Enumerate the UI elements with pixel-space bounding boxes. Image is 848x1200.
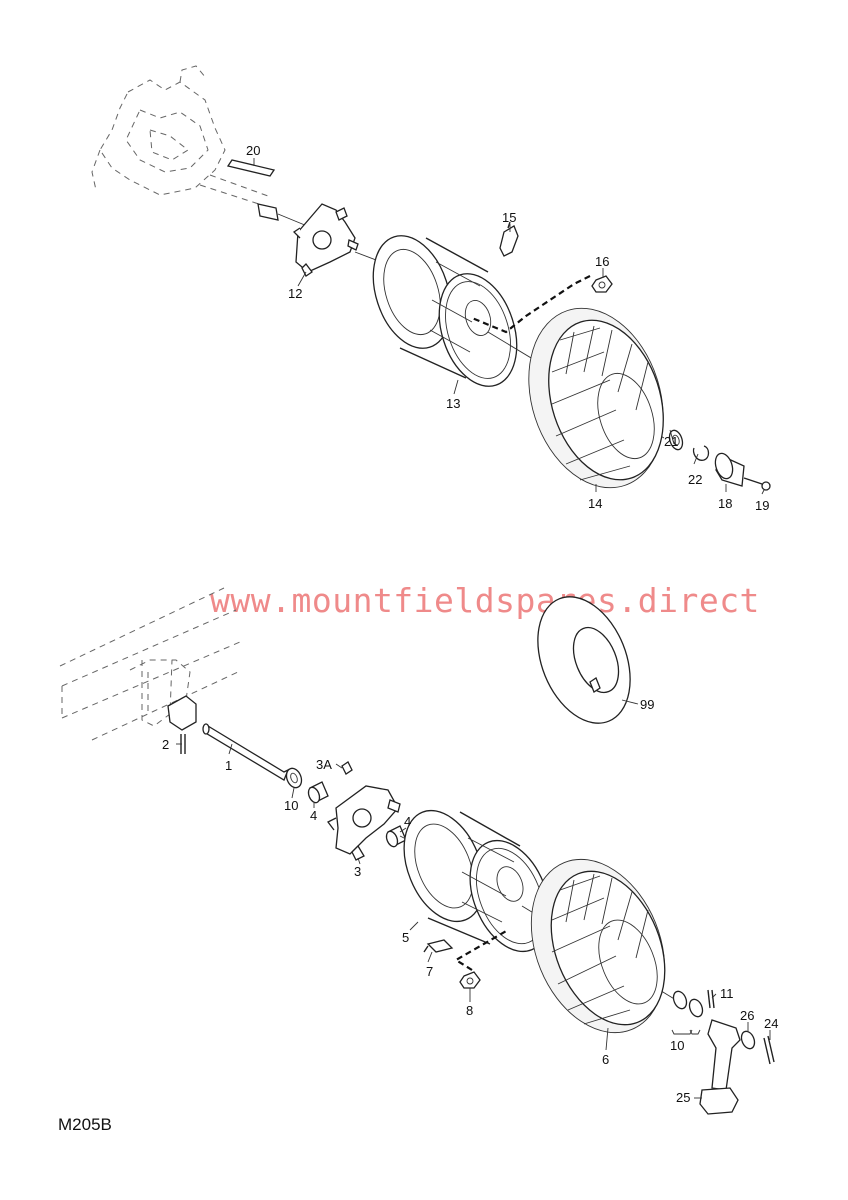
hub-part-lower — [327, 785, 401, 861]
callout-20: 20 — [246, 143, 260, 158]
grease-nipple-part — [341, 761, 353, 775]
washers-part-lower — [671, 990, 704, 1035]
callout-3: 3 — [354, 864, 361, 879]
callout-10-lower: 10 — [670, 1038, 684, 1053]
washer-part-26 — [740, 1030, 756, 1050]
key-part — [226, 159, 276, 177]
callout-14: 14 — [588, 496, 602, 511]
watermark-text: www.mountfieldspares.direct — [210, 581, 760, 620]
clip-part-24 — [763, 1035, 775, 1065]
callout-18: 18 — [718, 496, 732, 511]
callout-4-left: 4 — [310, 808, 317, 823]
callout-7: 7 — [426, 964, 433, 979]
steering-arm-part — [699, 1019, 741, 1115]
callout-15: 15 — [502, 210, 516, 225]
valve-part-lower — [423, 939, 454, 953]
callout-24: 24 — [764, 1016, 778, 1031]
callout-4-right: 4 — [404, 814, 411, 829]
frame-outline-lower — [59, 587, 241, 741]
inner-tube-part — [537, 596, 631, 724]
callout-3a: 3A — [316, 757, 332, 772]
callout-2: 2 — [162, 737, 169, 752]
bush-part-lower — [307, 781, 407, 848]
washer-part-lower — [285, 767, 303, 789]
callout-1: 1 — [225, 758, 232, 773]
callout-13: 13 — [446, 396, 460, 411]
axle-part-lower — [167, 695, 290, 781]
tyre-part-lower — [530, 858, 666, 1034]
rim-part-lower — [403, 809, 551, 953]
callout-11: 11 — [720, 986, 734, 1001]
callout-25: 25 — [676, 1090, 690, 1105]
valve-part-upper — [499, 221, 519, 257]
cap-part-upper — [714, 452, 745, 487]
dash-path — [471, 275, 591, 334]
split-pin-part — [707, 989, 715, 1009]
callout-19: 19 — [755, 498, 769, 513]
diagram-code: M205B — [58, 1115, 112, 1134]
callout-6: 6 — [602, 1052, 609, 1067]
tyre-part-upper — [528, 307, 664, 489]
hub-part-upper — [292, 203, 359, 277]
axle-stub-upper — [257, 203, 279, 221]
frame-outline-upper — [91, 65, 271, 217]
callout-12: 12 — [288, 286, 302, 301]
nut-part-upper — [591, 275, 613, 293]
callout-5: 5 — [402, 930, 409, 945]
washer-part-upper — [668, 429, 684, 451]
bolt-part-upper — [743, 477, 771, 491]
callout-22: 22 — [688, 472, 702, 487]
callout-26: 26 — [740, 1008, 754, 1023]
callout-99: 99 — [640, 697, 654, 712]
nut-part-lower — [459, 971, 481, 989]
callout-21: 21 — [664, 434, 678, 449]
leader-lines — [176, 158, 771, 1099]
callout-8: 8 — [466, 1003, 473, 1018]
clip-part-upper — [692, 445, 710, 461]
rim-part-upper — [372, 235, 518, 387]
callout-10-upper: 10 — [284, 798, 298, 813]
callout-16: 16 — [595, 254, 609, 269]
